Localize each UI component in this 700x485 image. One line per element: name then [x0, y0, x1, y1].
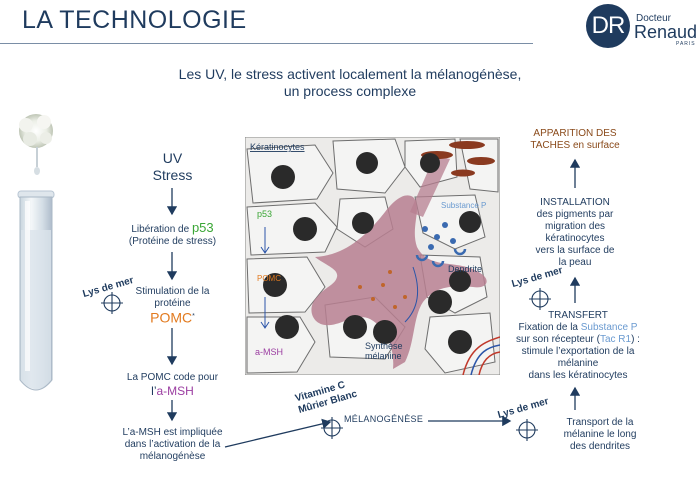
skin-cells-illustration: Kératinocytes p53 Substance P Dendrite P…: [245, 137, 500, 375]
header-divider: [0, 43, 533, 44]
substance-p-illus-label: Substance P: [441, 201, 486, 210]
page-title: LA TECHNOLOGIE: [22, 6, 247, 34]
p53-prefix: Libération de: [131, 224, 192, 235]
pomc-highlight: POMC: [150, 309, 193, 326]
logo-docteur: Docteur: [636, 13, 672, 24]
transport-line2: mélanine le long: [563, 429, 637, 440]
substance-p-highlight: Substance P: [580, 322, 638, 333]
installation-line5: vers la surface de: [535, 245, 615, 256]
fixation-prefix: Fixation de la: [518, 322, 581, 333]
apparition-line1: APPARITION DES: [533, 128, 617, 139]
logo-paris: PARIS: [676, 41, 696, 47]
subtitle-line1: Les UV, le stress activent localement la…: [178, 66, 522, 82]
subtitle: Les UV, le stress activent localement la…: [140, 66, 560, 100]
impl-line1: L’a-MSH est impliquée: [122, 427, 223, 438]
amsh-step: La POMC code pour l’a-MSH: [110, 372, 235, 398]
transport-line3: des dendrites: [569, 441, 631, 452]
installation-line6: la peau: [558, 257, 592, 268]
apparition-line2: TACHES en surface: [530, 140, 620, 151]
pomc-illus-label: POMC: [257, 274, 281, 283]
transfert-title: TRANSFERT: [548, 310, 608, 321]
installation-line2: des pigments par: [536, 209, 614, 220]
p53-highlight: p53: [191, 220, 214, 235]
code-line1: La POMC code pour: [126, 372, 219, 383]
subtitle-line2: un process complexe: [283, 83, 417, 99]
flower-icon: [19, 114, 53, 175]
tac-r1-highlight: Tac R1: [599, 334, 632, 345]
stress-label: Stress: [152, 167, 193, 183]
amsh-illus-label: a-MSH: [255, 347, 283, 357]
implication-step: L’a-MSH est impliquée dans l’activation …: [110, 427, 235, 463]
installation-line4: kératinocytes: [545, 233, 605, 244]
melanogenese-label: MÉLANOGÉNÈSE: [344, 414, 424, 424]
p53-illus-label: p53: [257, 209, 272, 219]
p53-step: Libération de p53 (Protéine de stress): [105, 220, 240, 248]
target-icons: [101, 288, 551, 441]
uv-stress-label: UV Stress: [135, 150, 210, 184]
uv-label: UV: [162, 150, 183, 166]
pomc-star: *: [192, 313, 195, 320]
code-prefix: l’: [151, 384, 157, 398]
pomc-line2: protéine: [154, 298, 191, 309]
installation-line3: migration des: [544, 221, 606, 232]
keratinocytes-label: Kératinocytes: [250, 142, 305, 152]
stimule-line3: dans les kératinocytes: [528, 370, 628, 381]
installation-line1: INSTALLATION: [540, 197, 610, 208]
logo-renaud: Renaud: [634, 22, 698, 42]
test-tube-illustration: [17, 114, 55, 391]
target-icon-3: [516, 419, 538, 441]
pomc-step: Stimulation de la protéine POMC*: [115, 286, 230, 326]
impl-line2: dans l’activation de la: [124, 439, 221, 450]
target-icon-2: [321, 417, 343, 439]
transport-line1: Transport de la: [566, 417, 634, 428]
pomc-line1: Stimulation de la: [135, 286, 210, 297]
apparition-step: APPARITION DES TACHES en surface: [510, 128, 640, 152]
recepteur-prefix: sur son récepteur (: [516, 334, 600, 345]
target-icon-4: [529, 288, 551, 310]
installation-step: INSTALLATION des pigments par migration …: [515, 197, 635, 269]
recepteur-suffix: ) :: [631, 334, 640, 345]
stimule-line1: stimule l’exportation de la: [521, 346, 635, 357]
target-icon-1: [101, 292, 123, 314]
amsh-highlight: a-MSH: [156, 384, 194, 398]
synthese-label-2: mélanine: [365, 351, 402, 361]
transfert-step: TRANSFERT Fixation de la Substance P sur…: [498, 310, 658, 382]
transport-step: Transport de la mélanine le long des den…: [545, 417, 655, 453]
dendrite-label: Dendrite: [448, 264, 482, 274]
stimule-line2: mélanine: [557, 358, 599, 369]
p53-sub: (Protéine de stress): [128, 236, 217, 247]
logo-dr: DR: [586, 4, 630, 48]
synthese-label-1: Synthèse: [365, 341, 403, 351]
impl-line3: mélanogénèse: [139, 451, 206, 462]
